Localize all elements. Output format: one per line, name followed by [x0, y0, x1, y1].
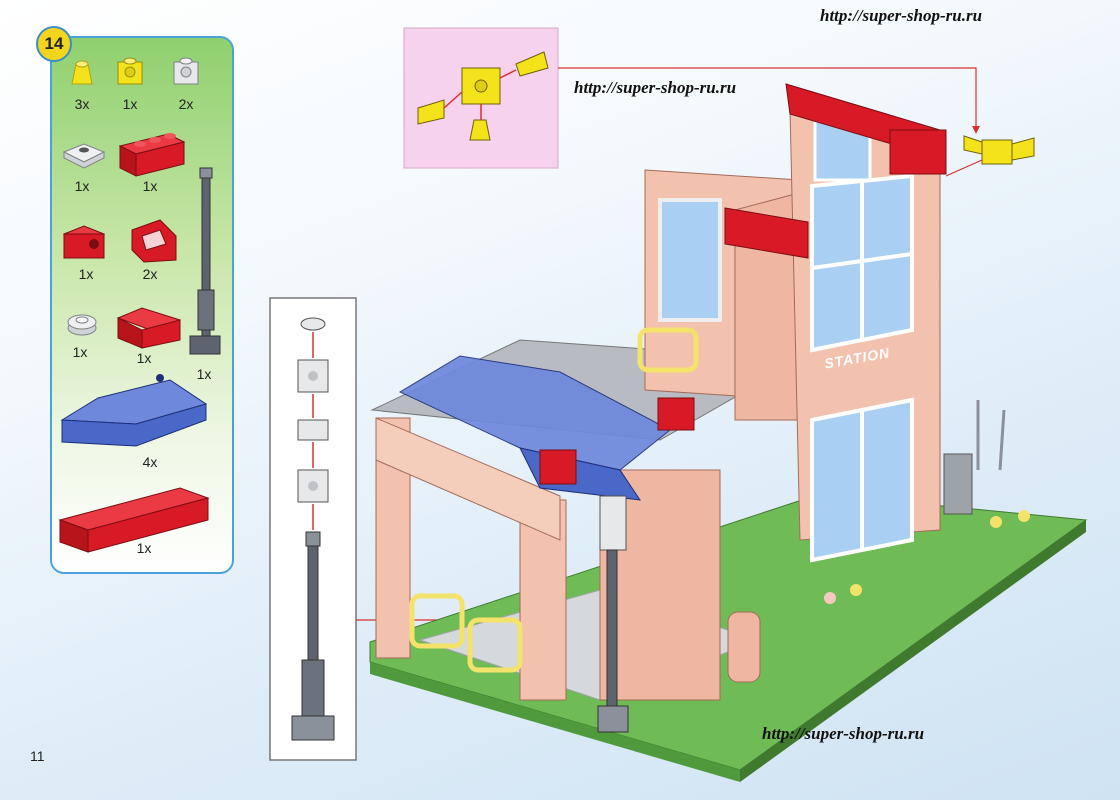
part-red-corner-brick-icon	[116, 307, 182, 349]
qty-yellow-brick: 1x	[122, 96, 138, 112]
qty-red-brick-1x3: 1x	[142, 178, 158, 194]
page-number: 11	[30, 748, 45, 764]
qty-white-tile: 1x	[74, 178, 90, 194]
part-red-brick-1x8-icon	[58, 487, 210, 553]
part-red-brick-1x3-icon	[118, 133, 186, 177]
part-lamp-post-icon	[189, 167, 221, 355]
qty-red-brick-hole: 1x	[78, 266, 94, 282]
part-blue-roof-icon	[60, 374, 208, 447]
qty-white-round-plate: 1x	[72, 344, 88, 360]
watermark-url-top: http://super-shop-ru.ru	[820, 6, 983, 25]
qty-red-slope-window: 2x	[142, 266, 158, 282]
qty-red-brick-1x8: 1x	[136, 540, 152, 556]
qty-yellow-cone: 3x	[74, 96, 90, 112]
part-red-brick-hole-icon	[62, 225, 106, 259]
qty-white-brick: 2x	[178, 96, 194, 112]
part-white-round-plate-icon	[67, 314, 97, 336]
part-white-brick-side-studs-icon	[173, 57, 199, 85]
qty-lamp-post: 1x	[196, 366, 212, 382]
watermark-url-bottom: http://super-shop-ru.ru	[762, 724, 925, 743]
step-number-badge: 14	[36, 26, 72, 62]
pointer-line-inset	[558, 67, 977, 130]
qty-red-corner-brick: 1x	[136, 350, 152, 366]
station-building-model	[369, 83, 1088, 782]
watermark-url-middle: http://super-shop-ru.ru	[574, 78, 737, 97]
part-yellow-cone-icon	[71, 60, 93, 85]
part-yellow-brick-side-studs-icon	[117, 57, 143, 85]
qty-blue-roof: 4x	[142, 454, 158, 470]
sub-assembly-yellow-block-icon	[417, 51, 549, 141]
part-red-slope-window-icon	[131, 219, 177, 263]
assembled-yellow-connector-icon	[963, 135, 1035, 165]
lamp-assembly-icon	[291, 317, 335, 741]
part-white-tile-icon	[62, 143, 106, 169]
